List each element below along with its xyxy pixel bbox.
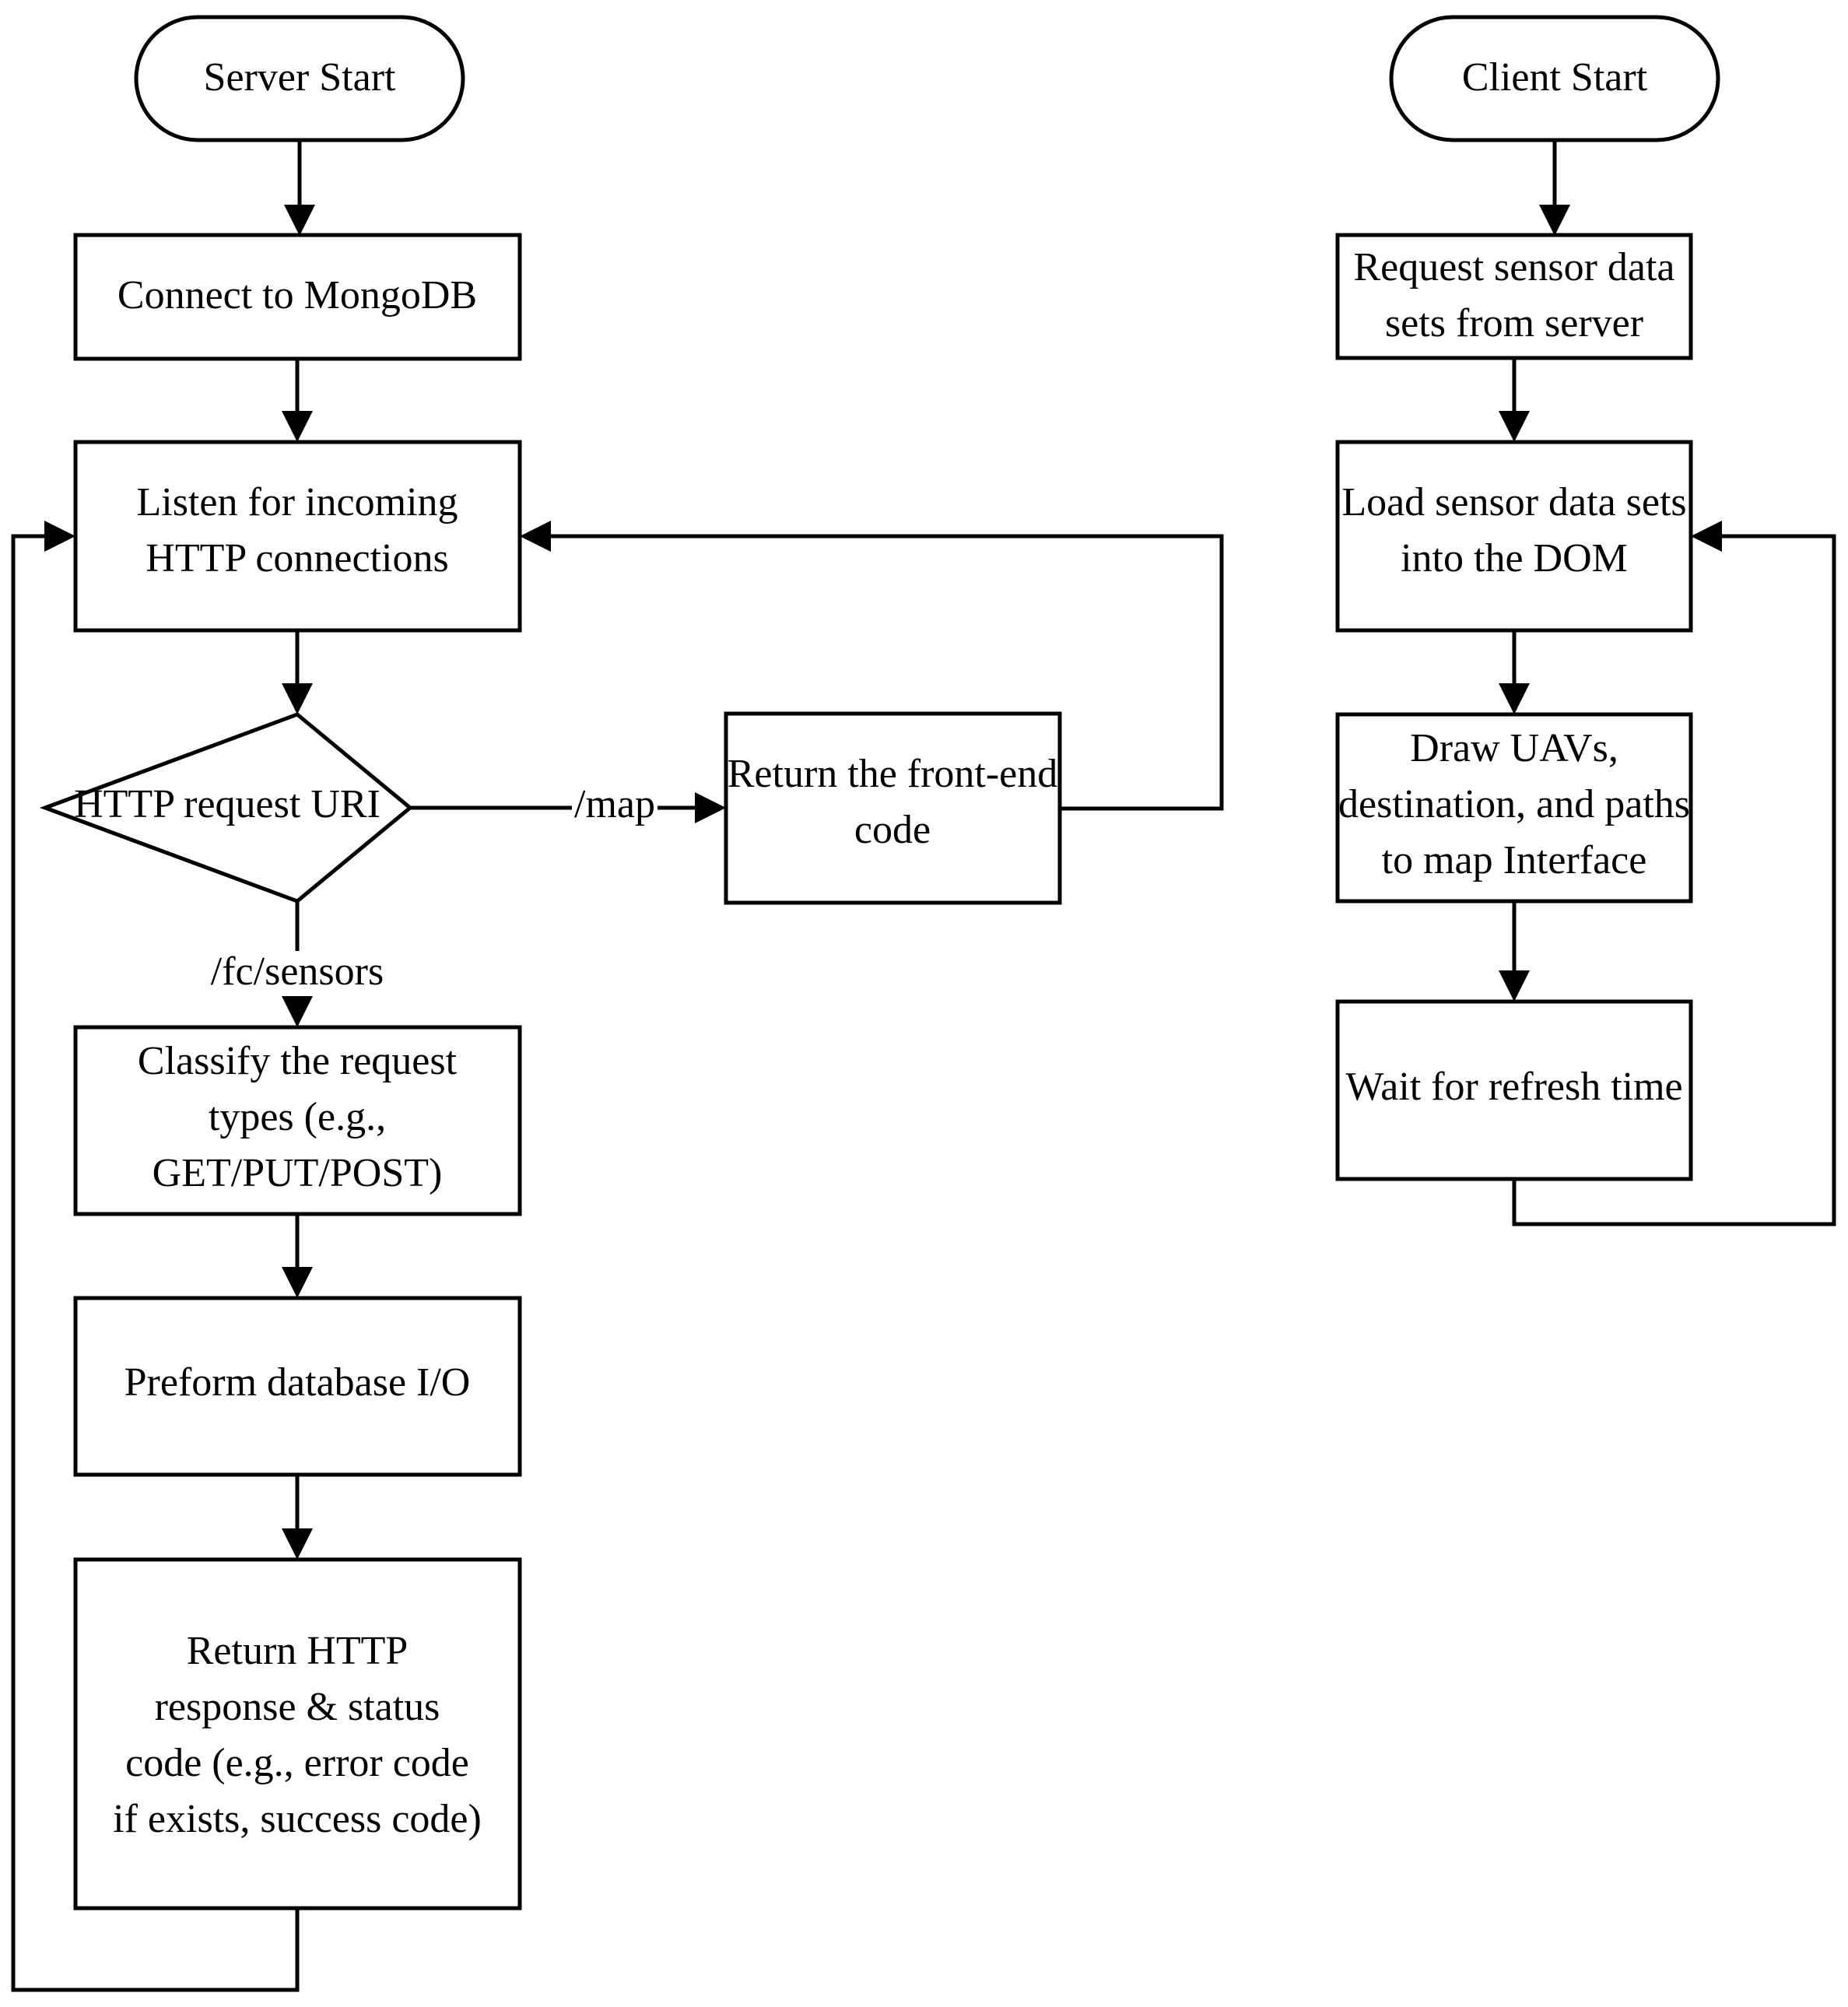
return-http-response-label-line4: if exists, success code) [113,1797,482,1841]
edge-return-http-back-to-listen [11,521,300,1992]
node-return-http-response: Return HTTP response & status code (e.g.… [73,1557,522,1911]
listen-http-label-line1: Listen for incoming [136,480,458,525]
arrow-head-icon [1499,411,1530,442]
load-sensor-data-label-line1: Load sensor data sets [1341,480,1686,525]
node-wait-refresh: Wait for refresh time [1335,999,1693,1181]
connect-mongodb-label: Connect to MongoDB [117,273,477,318]
draw-uavs-label-line1: Draw UAVs, [1410,726,1618,770]
load-sensor-data-shape [1335,440,1693,633]
edge-sensors-branch: /fc/sensors [211,901,384,1027]
arrow-head-icon [1691,521,1722,552]
node-draw-uavs: Draw UAVs, destination, and paths to map… [1335,712,1693,904]
edge-listen-to-decision [282,630,313,714]
request-sensor-data-label-line2: sets from server [1385,301,1643,346]
arrow-head-icon [1499,970,1530,1002]
edge-database-to-return-http [282,1475,313,1560]
arrow-head-icon [282,411,313,442]
arrow-head-icon [282,996,313,1027]
arrow-head-icon [282,1267,313,1298]
http-request-uri-label: HTTP request URI [74,782,380,826]
node-http-request-uri: HTTP request URI [39,712,413,904]
edge-classify-to-database [282,1214,313,1298]
database-io-shape [73,1296,522,1477]
node-classify-request: Classify the request types (e.g., GET/PU… [73,1025,522,1216]
classify-request-label-line1: Classify the request [138,1039,458,1083]
arrow-head-icon [1539,205,1570,236]
return-frontend-label-line2: code [854,808,931,852]
node-server-start: Server Start [134,15,465,142]
arrow-head-icon [284,205,315,236]
arrow-head-icon [1499,683,1530,714]
listen-http-shape [73,440,522,633]
node-load-sensor-data: Load sensor data sets into the DOM [1335,440,1693,633]
client-start-label: Client Start [1462,55,1648,100]
node-request-sensor-data: Request sensor data sets from server [1335,233,1693,360]
arrow-head-icon [44,521,75,552]
arrow-head-icon [282,1528,313,1560]
database-io-label: Preform database I/O [124,1360,471,1405]
server-start-label: Server Start [204,55,396,100]
listen-http-label-line2: HTTP connections [146,536,448,581]
node-connect-mongodb: Connect to MongoDB [73,233,522,361]
edge-load-to-draw [1499,630,1530,714]
edge-draw-to-wait [1499,901,1530,1002]
return-http-response-label-line1: Return HTTP [187,1629,409,1673]
return-http-response-shape [73,1557,522,1911]
classify-request-label-line3: GET/PUT/POST) [153,1151,443,1195]
edge-client-start-to-request [1539,140,1570,236]
return-http-response-label-line2: response & status [155,1685,440,1729]
wait-refresh-label: Wait for refresh time [1345,1065,1682,1109]
request-sensor-data-label-line1: Request sensor data [1353,245,1674,289]
node-database-io: Preform database I/O [73,1296,522,1477]
edge-label-map: /map [574,782,655,826]
edge-wait-back-to-load [1512,521,1836,1226]
arrow-head-icon [520,521,551,552]
draw-uavs-shape [1335,712,1693,904]
classify-request-shape [73,1025,522,1216]
draw-uavs-label-line2: destination, and paths [1338,782,1690,826]
connect-mongodb-shape [73,233,522,361]
draw-uavs-label-line3: to map Interface [1382,838,1647,882]
node-listen-http: Listen for incoming HTTP connections [73,440,522,633]
edge-request-to-load [1499,358,1530,442]
wait-refresh-shape [1335,999,1693,1181]
edge-frontend-back-to-listen [520,521,1224,811]
node-return-frontend: Return the front-end code [724,711,1062,905]
node-client-start: Client Start [1389,15,1720,142]
edge-label-fc-sensors: /fc/sensors [211,949,384,994]
return-frontend-shape [724,711,1062,905]
load-sensor-data-label-line2: into the DOM [1401,536,1628,581]
edge-server-start-to-connect [284,140,315,236]
classify-request-label-line2: types (e.g., [209,1095,386,1139]
arrow-head-icon [695,792,726,823]
arrow-head-icon [282,683,313,714]
return-frontend-label-line1: Return the front-end [728,752,1058,796]
edge-connect-to-listen [282,359,313,442]
return-http-response-label-line3: code (e.g., error code [125,1741,469,1785]
edge-map-branch: /map [410,782,726,826]
